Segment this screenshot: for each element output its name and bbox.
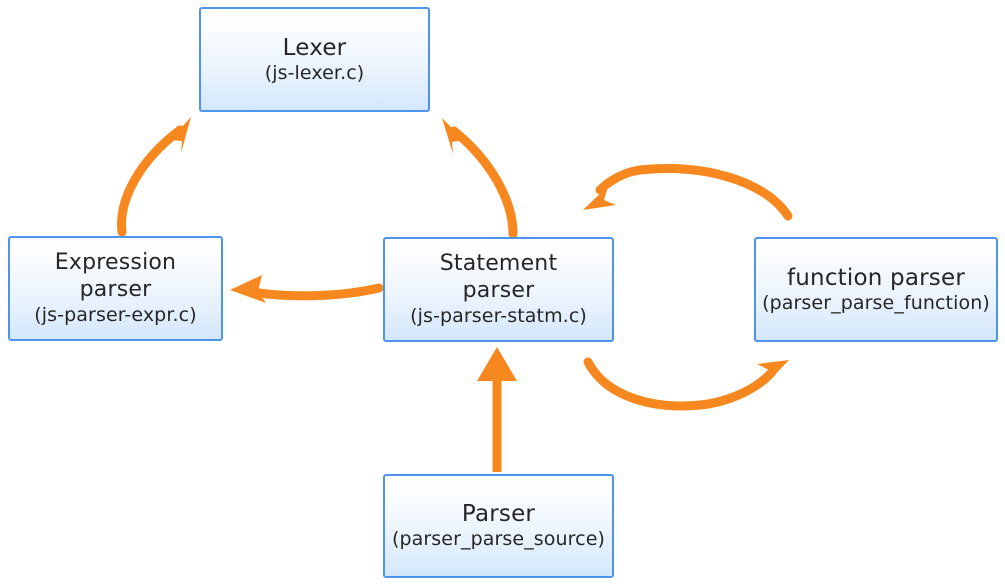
node-lexer-title: Lexer: [282, 34, 347, 61]
edge-parser-to-statement: [477, 347, 517, 472]
node-function-parser-title: function parser: [786, 264, 965, 291]
edge-statement-to-expression: [230, 275, 384, 303]
node-function-parser-subtitle: (parser_parse_function): [762, 291, 990, 314]
node-expression-parser[interactable]: Expression parser (js-parser-expr.c): [8, 236, 223, 341]
node-statement-parser[interactable]: Statement parser (js-parser-statm.c): [383, 237, 614, 342]
node-lexer[interactable]: Lexer (js-lexer.c): [199, 7, 430, 112]
node-function-parser[interactable]: function parser (parser_parse_function): [754, 237, 998, 342]
node-expression-parser-title-line2: parser: [79, 276, 152, 302]
node-statement-parser-subtitle: (js-parser-statm.c): [410, 304, 587, 327]
edge-function-to-statement: [583, 163, 793, 221]
node-expression-parser-subtitle: (js-parser-expr.c): [34, 303, 197, 326]
edge-statement-to-lexer: [442, 118, 518, 239]
node-expression-parser-title-line1: Expression: [54, 250, 177, 276]
edge-statement-to-function: [583, 357, 789, 411]
edge-expression-to-lexer: [117, 117, 191, 237]
node-statement-parser-title-line1: Statement: [439, 251, 558, 277]
node-parser-subtitle: (parser_parse_source): [391, 528, 606, 551]
node-lexer-subtitle: (js-lexer.c): [264, 61, 365, 84]
node-statement-parser-title-line2: parser: [462, 277, 535, 303]
node-parser-title: Parser: [461, 501, 536, 528]
node-parser[interactable]: Parser (parser_parse_source): [383, 474, 614, 578]
